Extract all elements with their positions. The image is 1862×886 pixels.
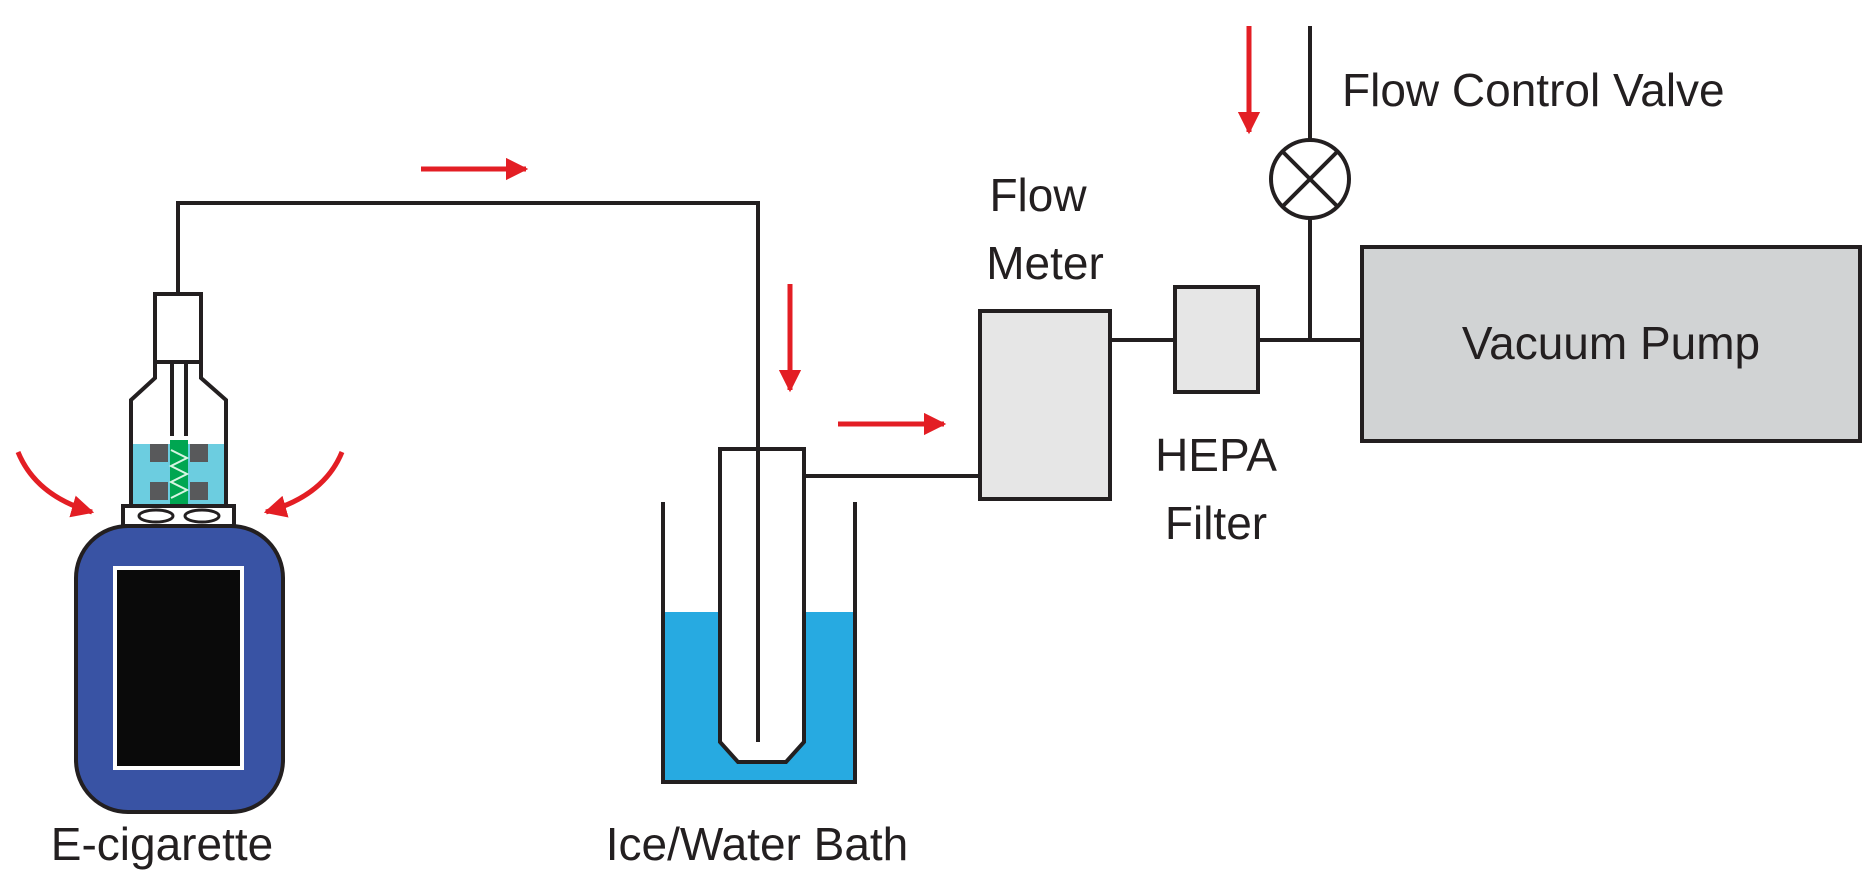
flow-meter: [978, 309, 1112, 501]
air-intake-arrow-right: [263, 451, 345, 518]
valve-cross-icon: [1281, 150, 1339, 208]
vacuum-pump: [1360, 245, 1862, 443]
label-flow-meter-line1: Flow: [989, 169, 1087, 221]
label-hepa-line1: HEPA: [1155, 429, 1277, 481]
label-ice-water-bath: Ice/Water Bath: [606, 818, 909, 870]
atomizer-block: [190, 482, 208, 500]
air-inlet-hole: [183, 508, 221, 524]
tubing: [176, 26, 1362, 478]
atomizer-block: [150, 482, 168, 500]
mouthpiece: [153, 292, 203, 364]
bath-container: [661, 502, 857, 784]
hepa-filter: [1173, 285, 1260, 394]
device-screen: [113, 566, 244, 770]
air-inlet-hole: [137, 508, 175, 524]
impinger-tube: [718, 447, 806, 764]
ice-water-bath: [661, 447, 857, 784]
label-flow-meter-line2: Meter: [986, 237, 1104, 289]
label-hepa-line2: Filter: [1165, 497, 1267, 549]
tube-ecig-to-bath: [176, 201, 760, 449]
label-e-cigarette: E-cigarette: [51, 818, 273, 870]
atomizer-block: [150, 444, 168, 462]
flow-arrows: [15, 26, 1261, 518]
airflow-chimney: [170, 362, 188, 436]
label-flow-control-valve: Flow Control Valve: [1342, 64, 1725, 116]
coil-winding: [168, 449, 190, 499]
label-vacuum-pump: Vacuum Pump: [1462, 317, 1760, 369]
air-intake-arrow-left: [15, 451, 95, 518]
e-cigarette: [74, 292, 285, 814]
flow-control-valve: [1269, 138, 1351, 220]
atomizer-block: [190, 444, 208, 462]
